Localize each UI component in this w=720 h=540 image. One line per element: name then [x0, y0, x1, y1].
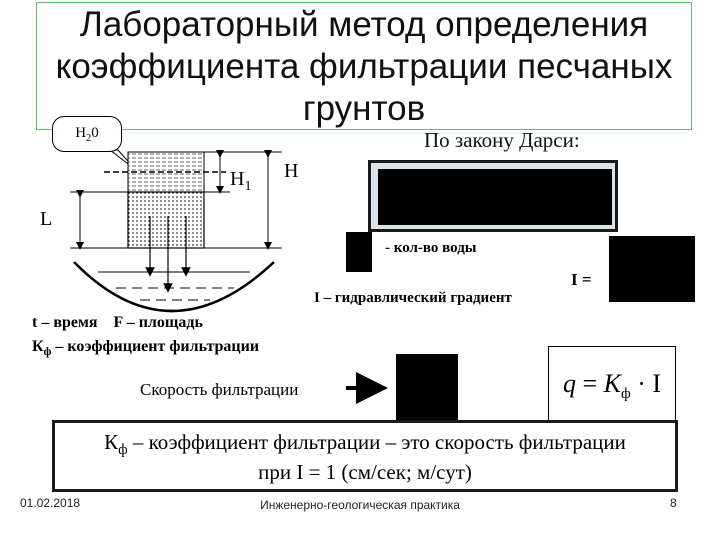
definition-line-2: при I = 1 (см/сек; м/сут)	[258, 460, 472, 484]
title-line-3: грунтов	[302, 89, 426, 128]
water-layer	[127, 151, 205, 193]
water-quantity-label: - кол-во воды	[385, 240, 477, 256]
h1-sub: 1	[244, 179, 252, 194]
collector-bowl	[73, 261, 275, 313]
kf-main: К	[32, 338, 44, 355]
h1-label: H1	[230, 168, 251, 195]
gradient-equals-label: I =	[571, 270, 592, 289]
gradient-formula-image	[609, 236, 695, 302]
h1-main: H	[230, 168, 245, 190]
formula-k-sub: ф	[621, 386, 631, 403]
speed-formula-box: q = Kф · I	[548, 346, 676, 422]
darcy-law-label: По закону Дарси:	[424, 128, 580, 152]
formula-dot: · I	[630, 369, 662, 398]
l-label: L	[40, 208, 53, 230]
speed-formula: q = Kф · I	[563, 369, 661, 403]
filtration-speed-label: Скорость фильтрации	[140, 380, 299, 399]
callout-sub: 2	[86, 133, 92, 144]
page-title: Лабораторный метод определения коэффицие…	[36, 4, 692, 130]
formula-q: q	[563, 369, 576, 398]
gradient-description: I – гидравлический градиент	[314, 290, 512, 306]
h-label: H	[284, 160, 299, 182]
water-callout: H20	[52, 116, 122, 152]
kf-legend: Кф – коэффициент фильтрации	[32, 338, 259, 358]
footer-date: 01.02.2018	[20, 496, 81, 510]
title-line-2: коэффициента фильтрации песчаных	[55, 47, 673, 86]
formula-eq: =	[576, 369, 604, 398]
title-frame	[36, 2, 692, 130]
def-kf-main: К	[104, 430, 119, 454]
definition-frame	[52, 420, 678, 492]
title-line-1: Лабораторный метод определения	[79, 5, 649, 44]
formula-k: K	[603, 369, 622, 398]
darcy-formula-image	[378, 169, 612, 225]
kf-sub: ф	[43, 346, 52, 359]
definition-line-1: Кф – коэффициент фильтрации – это скорос…	[52, 430, 678, 459]
water-quantity-symbol	[346, 232, 372, 272]
def-kf-sub: ф	[118, 442, 128, 459]
slide-number: 8	[670, 496, 677, 510]
kf-rest: – коэффициент фильтрации	[51, 338, 260, 355]
time-area-legend: t – время F – площадь	[32, 314, 203, 331]
def-line1-rest: – коэффициент фильтрации – это скорость …	[127, 430, 626, 454]
sand-sample	[127, 191, 205, 249]
callout-h: H	[75, 125, 87, 141]
footer-course: Инженерно-геологическая практика	[260, 498, 460, 512]
callout-tail: 0	[91, 125, 99, 141]
speed-formula-image	[396, 354, 458, 420]
